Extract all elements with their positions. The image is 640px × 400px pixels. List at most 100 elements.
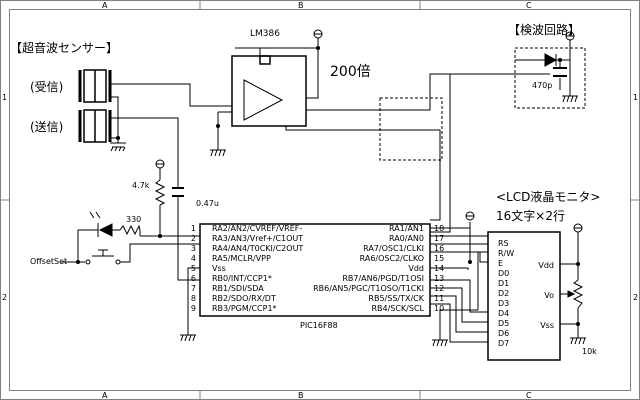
lcd-left-pin-label: D2: [498, 289, 509, 298]
col-label-c-bottom: C: [526, 391, 532, 400]
amp-gain-label: 200倍: [330, 64, 371, 80]
mcu-left-pin-labels: 1 RA2/AN2/CVREF/VREF- 2 RA3/AN3/Vref+/C1OUT…: [191, 224, 304, 313]
coupling-capacitor-value: 0.47u: [196, 199, 219, 208]
lcd-left-pin-label: RS: [498, 239, 509, 248]
lcd-left-pin-label: D1: [498, 279, 509, 288]
gnd-detector: [562, 95, 578, 103]
mcu-right-pin-num: 11: [434, 294, 444, 303]
mcu-pic16f88: PIC16F88 1 RA2/AN2/CVREF/VREF- 2 RA3/AN3/Vr…: [191, 223, 444, 330]
mcu-right-pin-label: RA0/AN0: [389, 234, 424, 243]
col-label-a-bottom: A: [102, 391, 108, 400]
resistor-led-value: 330: [126, 215, 141, 224]
mcu-left-pin-num: 7: [191, 284, 196, 293]
mcu-name: PIC16F88: [300, 321, 338, 330]
coupling-capacitor: [172, 187, 184, 197]
led-indicator: [88, 211, 113, 237]
amp-chip-label: LM386: [250, 29, 280, 39]
detector-cap-value: 470p: [532, 81, 552, 90]
lcd-left-pin-label: D3: [498, 299, 509, 308]
detector-diode: [544, 53, 558, 67]
mcu-left-pin-label: RB1/SDI/SDA: [212, 284, 264, 293]
gnd-mcu: [180, 334, 196, 342]
row-label-2-right: 2: [633, 293, 638, 302]
mcu-right-pin-label: RA7/OSC1/CLKI: [363, 244, 424, 253]
mcu-right-pin-labels: 18 RA1/AN1 17 RA0/AN0 16 RA7/OSC1/CLKI 15 RA6/O…: [313, 224, 444, 313]
mcu-right-pin-label: RB5/SS/TX/CK: [368, 294, 424, 303]
contrast-potentiometer: [566, 279, 584, 309]
mcu-right-pin-label: RB6/AN5/PGC/T1OSO/T1CKI: [313, 284, 424, 293]
gnd-amp: [210, 149, 226, 157]
lcd-right-pin-label: Vss: [540, 321, 554, 330]
mcu-right-pin-num: 10: [434, 304, 444, 313]
lcd-left-pin-label: D0: [498, 269, 509, 278]
gnd-pot: [570, 337, 586, 345]
col-label-a-top: A: [102, 1, 108, 10]
mcu-left-pin-num: 1: [191, 224, 196, 233]
resistor-pullup-value: 4.7k: [132, 181, 150, 190]
title-detector: 【検波回路】: [508, 22, 580, 37]
mcu-right-pin-label: Vdd: [408, 264, 424, 273]
title-ultrasonic-sensor: 【超音波センサー】: [10, 40, 118, 55]
junctions: [76, 46, 580, 326]
mcu-left-pin-num: 6: [191, 274, 196, 283]
title-lcd: <LCD液晶モニタ>: [496, 189, 600, 204]
mcu-right-pin-num: 13: [434, 274, 444, 283]
title-lcd-size: 16文字×2行: [496, 208, 565, 223]
amp-lm386: LM386 200倍: [231, 29, 371, 127]
gnd-sensor: [110, 142, 126, 152]
mcu-left-pin-num: 5: [191, 264, 196, 273]
receiver-transducer: (受信): [30, 69, 112, 103]
mcu-left-pin-num: 8: [191, 294, 196, 303]
mcu-left-pin-num: 4: [191, 254, 196, 263]
mcu-right-pin-label: RA6/OSC2/CLKO: [360, 254, 424, 263]
mcu-right-pin-num: 15: [434, 254, 444, 263]
resistor-led: 330: [119, 215, 141, 236]
mcu-left-pin-label: Vss: [212, 264, 226, 273]
mcu-right-pin-num: 16: [434, 244, 444, 253]
lcd-right-pin-label: Vdd: [538, 261, 554, 270]
offset-switch-label: OffsetSet: [30, 257, 67, 266]
mcu-left-pin-label: RB3/PGM/CCP1*: [212, 304, 277, 313]
col-label-b-bottom: B: [298, 391, 304, 400]
col-label-c-top: C: [526, 1, 532, 10]
row-label-1-right: 1: [633, 93, 638, 102]
power-symbols: [155, 29, 583, 233]
ground-symbols: [110, 95, 586, 347]
mcu-right-pin-num: 17: [434, 234, 444, 243]
mcu-left-pin-num: 9: [191, 304, 196, 313]
lcd-left-pin-label: D5: [498, 319, 509, 328]
mcu-right-pin-label: RA1/AN1: [389, 224, 424, 233]
lcd-right-pin-label: Vo: [544, 291, 554, 300]
mcu-left-pin-label: RA4/AN4/T0CKI/C2OUT: [212, 244, 303, 253]
mcu-left-pin-label: RA2/AN2/CVREF/VREF-: [212, 224, 302, 233]
mcu-left-pin-num: 2: [191, 234, 196, 243]
mcu-left-pin-label: RA5/MCLR/VPP: [212, 254, 271, 263]
receiver-label: (受信): [30, 80, 63, 94]
lcd-left-pin-label: D7: [498, 339, 509, 348]
row-label-2-left: 2: [2, 293, 7, 302]
mcu-left-pin-label: RA3/AN3/Vref+/C1OUT: [212, 234, 303, 243]
row-label-1-left: 1: [2, 93, 7, 102]
lcd-left-pin-label: D4: [498, 309, 509, 318]
col-label-b-top: B: [298, 1, 304, 10]
mcu-right-pin-label: RB7/AN6/PGD/T1OSI: [342, 274, 424, 283]
resistor-pullup: 4.7k: [132, 179, 166, 206]
mcu-left-pin-label: RB0/INT/CCP1*: [212, 274, 272, 283]
mcu-right-pin-num: 14: [434, 264, 444, 273]
mcu-right-pin-num: 12: [434, 284, 444, 293]
mcu-left-pin-num: 3: [191, 244, 196, 253]
mcu-right-pin-label: RB4/SCK/SCL: [371, 304, 424, 313]
transmitter-transducer: (送信): [30, 109, 112, 143]
offset-switch: OffsetSet: [30, 249, 121, 266]
detector-circuit: [544, 53, 567, 77]
lcd-left-pin-label: R/W: [498, 249, 514, 258]
transmitter-label: (送信): [30, 119, 63, 134]
lcd-left-pin-label: D6: [498, 329, 509, 338]
lcd-left-pin-label: E: [498, 259, 503, 268]
mcu-right-pin-num: 18: [434, 224, 444, 233]
mcu-left-pin-label: RB2/SDO/RX/DT: [212, 294, 276, 303]
gnd-lcd: [432, 339, 448, 347]
